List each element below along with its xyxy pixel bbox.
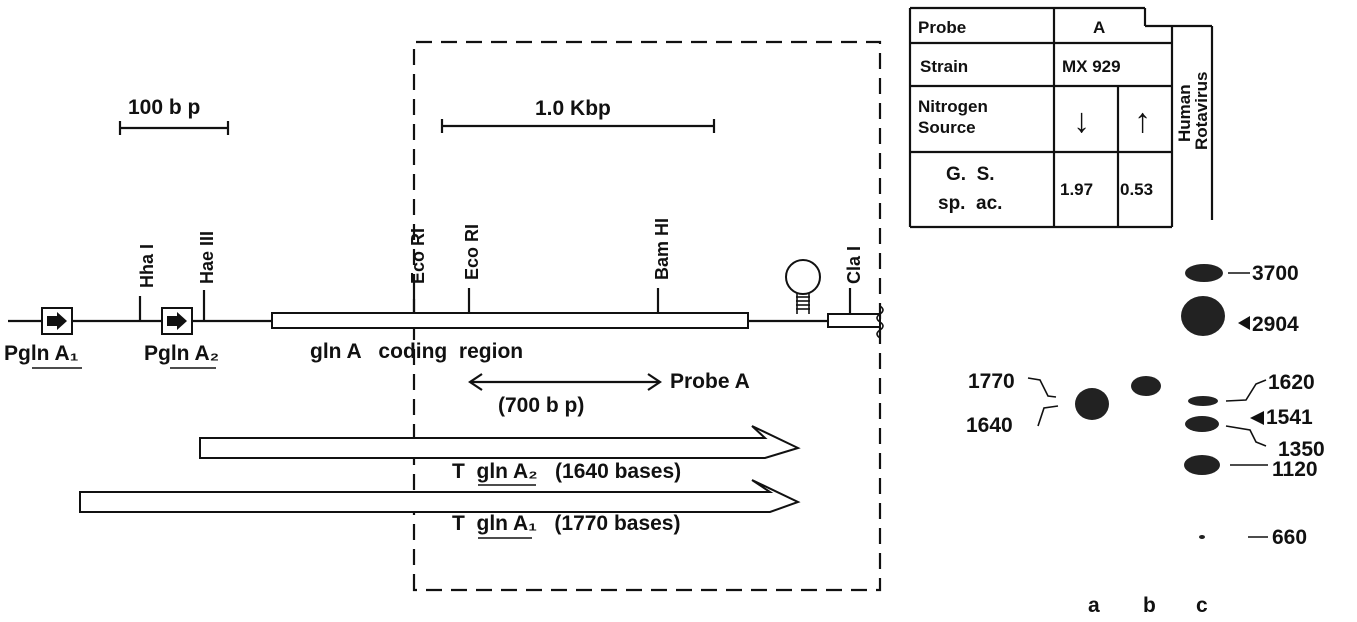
lane-c-band-2904	[1181, 296, 1225, 336]
lane-c-band-1541	[1185, 416, 1219, 432]
lane-c-band-3700	[1185, 264, 1223, 282]
right-marker-660: 660	[1272, 526, 1307, 549]
lane-label-b: b	[1143, 594, 1156, 617]
transcript-glnA2-arrow	[200, 426, 798, 458]
lane-c-band-1120	[1184, 455, 1220, 475]
table-gs-value-down: 1.97	[1060, 180, 1093, 199]
table-gs-header-2: sp. ac.	[938, 193, 1002, 214]
left-marker-1640: 1640	[966, 414, 1013, 437]
right-marker-1541: 1541	[1266, 406, 1313, 429]
transcript-glnA1-label: T gln A₁ (1770 bases)	[452, 512, 680, 535]
left-marker-1770: 1770	[968, 370, 1015, 393]
table-probe-value: A	[1093, 18, 1105, 37]
table-strain-header: Strain	[920, 57, 968, 76]
scale-100bp-label: 100 b p	[128, 96, 200, 119]
promoter-1-box	[42, 308, 72, 334]
terminator-hairpin	[786, 260, 820, 314]
table-marker-header-2: Rotavirus	[1192, 72, 1211, 150]
probe-length-label: (700 b p)	[498, 394, 584, 417]
lane-c-band-1620	[1188, 396, 1218, 406]
right-marker-1620: 1620	[1268, 371, 1315, 394]
promoter-2-box	[162, 308, 192, 334]
promoter-1-label: Pgln A₁	[4, 342, 78, 365]
marker-arrowhead-1541	[1250, 411, 1264, 425]
probe-a-double-arrow	[470, 374, 660, 390]
table-gs-header-1: G. S.	[946, 164, 995, 185]
probe-a-label: Probe A	[670, 370, 750, 393]
marker-arrowhead-2904	[1238, 316, 1250, 330]
scale-bar-1kbp: 1.0 Kbp	[442, 97, 714, 133]
lane-a-band	[1075, 388, 1109, 420]
table-nitrogen-header-1: Nitrogen	[918, 97, 988, 116]
table-nitrogen-header-2: Source	[918, 118, 976, 137]
table-gs-value-up: 0.53	[1120, 180, 1153, 199]
right-marker-1120: 1120	[1272, 458, 1318, 481]
eco2-site-label: Eco RI	[462, 224, 482, 280]
transcript-glnA1-arrow	[80, 480, 798, 512]
transcript-glnA2-label: T gln A₂ (1640 bases)	[452, 460, 681, 483]
promoter-2-label: Pgln A₂	[144, 342, 219, 365]
table-strain-value: MX 929	[1062, 57, 1121, 76]
scale-1kbp-label: 1.0 Kbp	[535, 97, 611, 120]
lane-label-a: a	[1088, 594, 1100, 617]
scale-bar-100bp: 100 b p	[120, 96, 228, 135]
coding-region-label: gln A coding region	[310, 340, 523, 363]
eco1-site-label: Eco RI	[408, 228, 428, 284]
glnA-coding-region-bar	[272, 313, 748, 328]
lane-c-band-660	[1199, 535, 1205, 539]
right-marker-2904: 2904	[1252, 313, 1299, 336]
right-marker-3700: 3700	[1252, 262, 1299, 285]
hae-site-label: Hae III	[197, 231, 217, 284]
table-up-arrow: ↑	[1134, 102, 1151, 140]
cla-fragment-bar	[828, 314, 880, 327]
lane-b-band	[1131, 376, 1161, 396]
cla-site-label: Cla I	[844, 246, 864, 284]
bam-site-label: Bam HI	[652, 218, 672, 280]
table-down-arrow: ↓	[1073, 102, 1090, 140]
lane-label-c: c	[1196, 594, 1208, 617]
table-probe-header: Probe	[918, 18, 966, 37]
hha-site-label: Hha I	[137, 244, 157, 288]
